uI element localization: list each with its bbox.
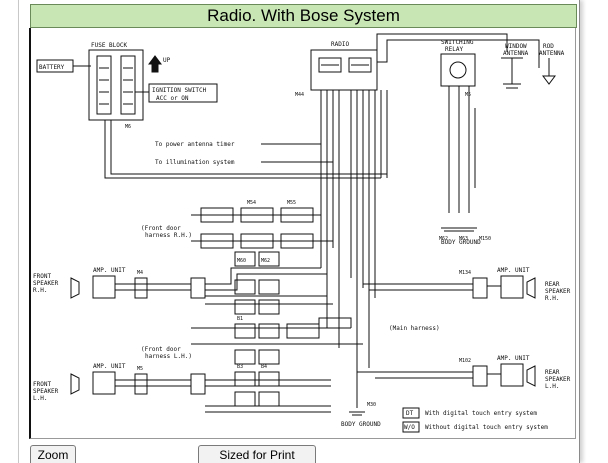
front-door-rh-label-2: harness R.H.): [145, 232, 192, 239]
battery-label: BATTERY: [39, 64, 65, 71]
body-ground-label-top: BODY GROUND: [441, 239, 481, 246]
connector-m54: M54: [247, 200, 256, 206]
legend-dt-tag: DT: [406, 410, 414, 417]
front-speaker-rh-label-2: SPEAKER: [33, 280, 59, 287]
connector-m63: M63: [459, 236, 468, 242]
fuse-block-label: FUSE BLOCK: [91, 42, 128, 49]
connector-m44: M44: [295, 92, 304, 98]
window-antenna-label-1: WINDOW: [505, 43, 527, 50]
rear-speaker-lh-label-3: L.H.: [545, 383, 559, 390]
fuse-block-box: [88, 49, 144, 121]
wiring-diagram: BATTERY FUSE BLOCK UP IGNITION SWITCH AC…: [29, 28, 576, 439]
connector-m55: M55: [287, 200, 296, 206]
to-power-antenna-label: To power antenna timer: [155, 141, 235, 148]
connector-m30: M30: [367, 402, 376, 408]
ignition-label-1: IGNITION SWITCH: [152, 87, 207, 94]
rear-speaker-lh-label-1: REAR: [545, 369, 560, 376]
front-speaker-lh-label-3: L.H.: [33, 395, 47, 402]
amp-unit-front-lh: [92, 371, 116, 395]
amp-unit-rear-lh: [500, 363, 524, 387]
amp-unit-rear-rh-label: AMP. UNIT: [497, 267, 530, 274]
front-door-lh-label-1: (Front door: [141, 346, 181, 353]
front-door-lh-label-2: harness L.H.): [145, 353, 192, 360]
connector-m6: M6: [125, 124, 131, 130]
front-speaker-rh-label-3: R.H.: [33, 287, 47, 294]
sized-for-print-button[interactable]: Sized for Print: [198, 445, 316, 463]
ignition-label-2: ACC or ON: [156, 95, 189, 102]
radio-label: RADIO: [331, 41, 349, 48]
connector-m61: M62: [261, 258, 270, 264]
amp-unit-rear-rh: [500, 275, 524, 299]
rear-speaker-rh-label-2: SPEAKER: [545, 288, 571, 295]
front-door-rh-label-1: (Front door: [141, 225, 181, 232]
rear-speaker-lh-label-2: SPEAKER: [545, 376, 571, 383]
zoom-button[interactable]: Zoom: [30, 445, 76, 463]
front-speaker-rh-label-1: FRONT: [33, 273, 51, 280]
connector-m5: M5: [465, 92, 471, 98]
switching-relay-label-2: RELAY: [445, 46, 463, 53]
radio-box: [310, 49, 378, 91]
amp-unit-rear-lh-label: AMP. UNIT: [497, 355, 530, 362]
main-harness-label: (Main harness): [389, 325, 440, 332]
connector-m4: M4: [137, 270, 143, 276]
up-label: UP: [163, 57, 171, 64]
legend-wo-tag: W/O: [404, 424, 415, 431]
connector-b4: B4: [261, 364, 267, 370]
connector-m62: M62: [439, 236, 448, 242]
amp-unit-front-rh: [92, 275, 116, 299]
front-speaker-lh-label-1: FRONT: [33, 381, 51, 388]
window-antenna-label-2: ANTENNA: [503, 50, 529, 57]
to-illumination-label: To illumination system: [155, 159, 235, 166]
rear-speaker-rh-label-3: R.H.: [545, 295, 559, 302]
connector-m134: M134: [459, 270, 471, 276]
legend-wo-label: Without digital touch entry system: [425, 424, 548, 431]
wiring-diagram-svg: BATTERY FUSE BLOCK UP IGNITION SWITCH AC…: [33, 33, 571, 433]
amp-unit-front-lh-label: AMP. UNIT: [93, 363, 126, 370]
connector-m53: M60: [237, 258, 246, 264]
amp-unit-front-rh-label: AMP. UNIT: [93, 267, 126, 274]
rod-antenna-label-1: ROD: [543, 43, 554, 50]
ignition-switch-box: [148, 83, 218, 103]
connector-b1: B1: [237, 316, 243, 322]
diagram-title: Radio. With Bose System: [30, 4, 577, 28]
connector-b3: B3: [237, 364, 243, 370]
connector-m150: M150: [479, 236, 491, 242]
body-ground-label-bottom: BODY GROUND: [341, 421, 381, 428]
connector-m5-lh: M5: [137, 366, 143, 372]
rod-antenna-label-2: ANTENNA: [539, 50, 565, 57]
switching-relay-label-1: SWITCHING: [441, 39, 474, 46]
legend-dt-label: With digital touch entry system: [425, 410, 537, 417]
rear-speaker-rh-label-1: REAR: [545, 281, 560, 288]
front-speaker-lh-label-2: SPEAKER: [33, 388, 59, 395]
connector-m102: M102: [459, 358, 471, 364]
switching-relay-box: [440, 53, 476, 87]
